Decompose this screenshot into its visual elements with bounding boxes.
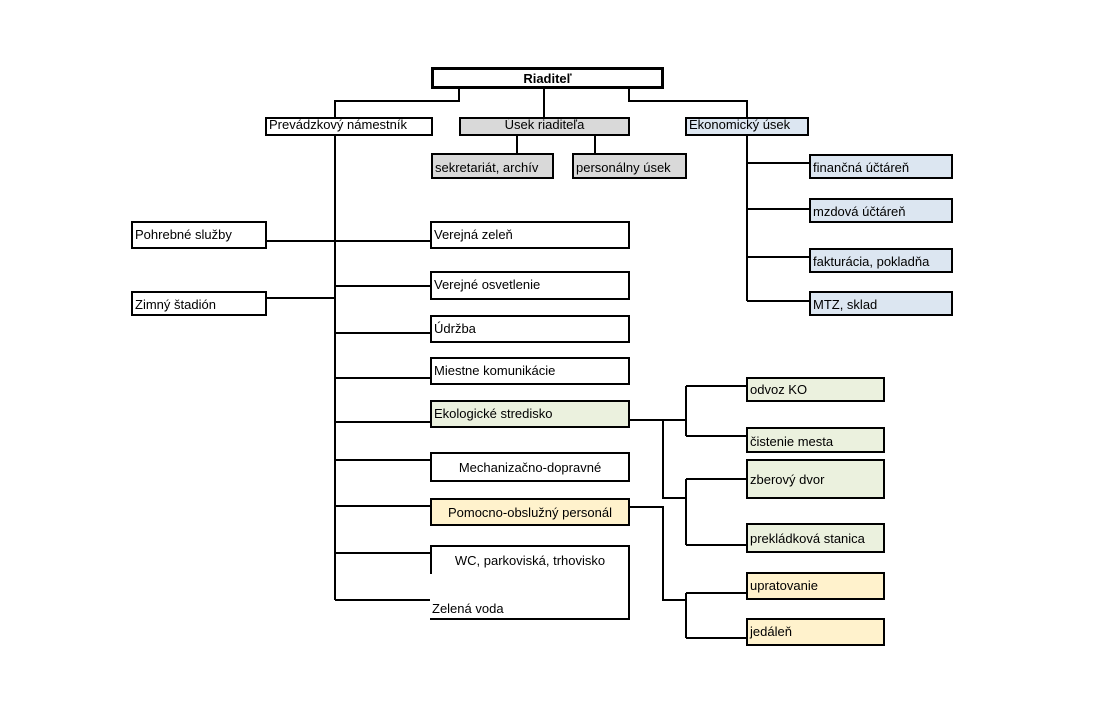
operations-unit-ekologicke: Ekologické stredisko (430, 400, 630, 428)
operations-unit-label: Zelená voda (432, 601, 504, 616)
operations-unit-label: WC, parkoviská, trhovisko (454, 553, 606, 568)
office-unit-label: sekretariát, archív (435, 160, 539, 175)
operations-unit-label: Verejné osvetlenie (434, 277, 541, 292)
operations-unit-label: Mechanizačno-dopravné (458, 459, 602, 475)
economic-unit-mtz: MTZ, sklad (809, 291, 953, 316)
operations-unit-osvetlenie: Verejné osvetlenie (430, 271, 630, 300)
connector-director-economic (628, 89, 748, 117)
operations-unit-wc: WC, parkoviská, trhovisko (430, 545, 630, 574)
economic-unit-mzdova: mzdová účtáreň (809, 198, 953, 223)
side-unit-zimny: Zimný štadión (131, 291, 267, 316)
operations-unit-label: Údržba (434, 321, 476, 336)
operations-unit-label: Verejná zeleň (434, 227, 513, 242)
ecology-unit-label: odvoz KO (750, 382, 808, 397)
operations-unit-verejna-zelen: Verejná zeleň (430, 221, 630, 249)
economic-label: Ekonomický úsek (689, 117, 791, 132)
service-unit-label: jedáleň (750, 624, 792, 639)
operations-unit-pomocno: Pomocno-obslužný personál (430, 498, 630, 526)
side-unit-pohrebne: Pohrebné služby (131, 221, 267, 249)
operations-unit-label: Ekologické stredisko (434, 406, 553, 421)
director-box: Riaditeľ (431, 67, 664, 89)
connector-service (685, 592, 747, 639)
economic-unit-label: fakturácia, pokladňa (813, 254, 930, 269)
side-unit-label: Zimný štadión (135, 297, 216, 312)
operations-unit-udrzba: Údržba (430, 315, 630, 343)
ecology-unit-odvoz: odvoz KO (746, 377, 885, 402)
operations-unit-mechanizacne: Mechanizačno-dopravné (430, 452, 630, 482)
ecology-unit-label: čistenie mesta (750, 434, 834, 449)
office-unit-label: personálny úsek (576, 160, 671, 175)
service-unit-upratovanie: upratovanie (746, 572, 885, 600)
connector-ecology-lower (685, 478, 747, 546)
connector-ecology-lower-trunk (662, 420, 686, 499)
ecology-unit-label: zberový dvor (750, 471, 825, 487)
operations-deputy-box: Prevádzkový námestník (265, 117, 433, 136)
connector-service-out (629, 506, 686, 601)
office-unit-secretariat: sekretariát, archív (431, 153, 554, 179)
ecology-unit-cistenie: čistenie mesta (746, 427, 885, 453)
connector-ecology-upper (685, 385, 747, 437)
economic-unit-financna: finančná účtáreň (809, 154, 953, 179)
ecology-unit-zberovy: zberový dvor (746, 459, 885, 499)
operations-unit-zelena-voda: Zelená voda (430, 591, 630, 620)
operations-unit-label: Pomocno-obslužný personál (447, 504, 613, 520)
operations-unit-komunikacie: Miestne komunikácie (430, 357, 630, 385)
service-unit-jedalen: jedáleň (746, 618, 885, 646)
ecology-unit-prekladkova: prekládková stanica (746, 523, 885, 553)
side-unit-label: Pohrebné služby (135, 227, 232, 242)
office-unit-personnel: personálny úsek (572, 153, 687, 179)
economic-unit-label: mzdová účtáreň (813, 204, 906, 219)
economic-unit-fakturacia: fakturácia, pokladňa (809, 248, 953, 273)
economic-unit-label: MTZ, sklad (813, 297, 878, 312)
director-office-box: Úsek riaditeľa (459, 117, 630, 136)
director-label: Riaditeľ (523, 70, 572, 86)
economic-unit-label: finančná účtáreň (813, 160, 910, 175)
service-unit-label: upratovanie (750, 578, 818, 593)
operations-unit-label: Miestne komunikácie (434, 363, 556, 378)
ecology-unit-label: prekládková stanica (750, 530, 865, 546)
economic-box: Ekonomický úsek (685, 117, 809, 136)
director-office-label: Úsek riaditeľa (504, 117, 585, 132)
connector-director-operations (334, 89, 460, 117)
operations-deputy-label: Prevádzkový námestník (269, 117, 408, 132)
